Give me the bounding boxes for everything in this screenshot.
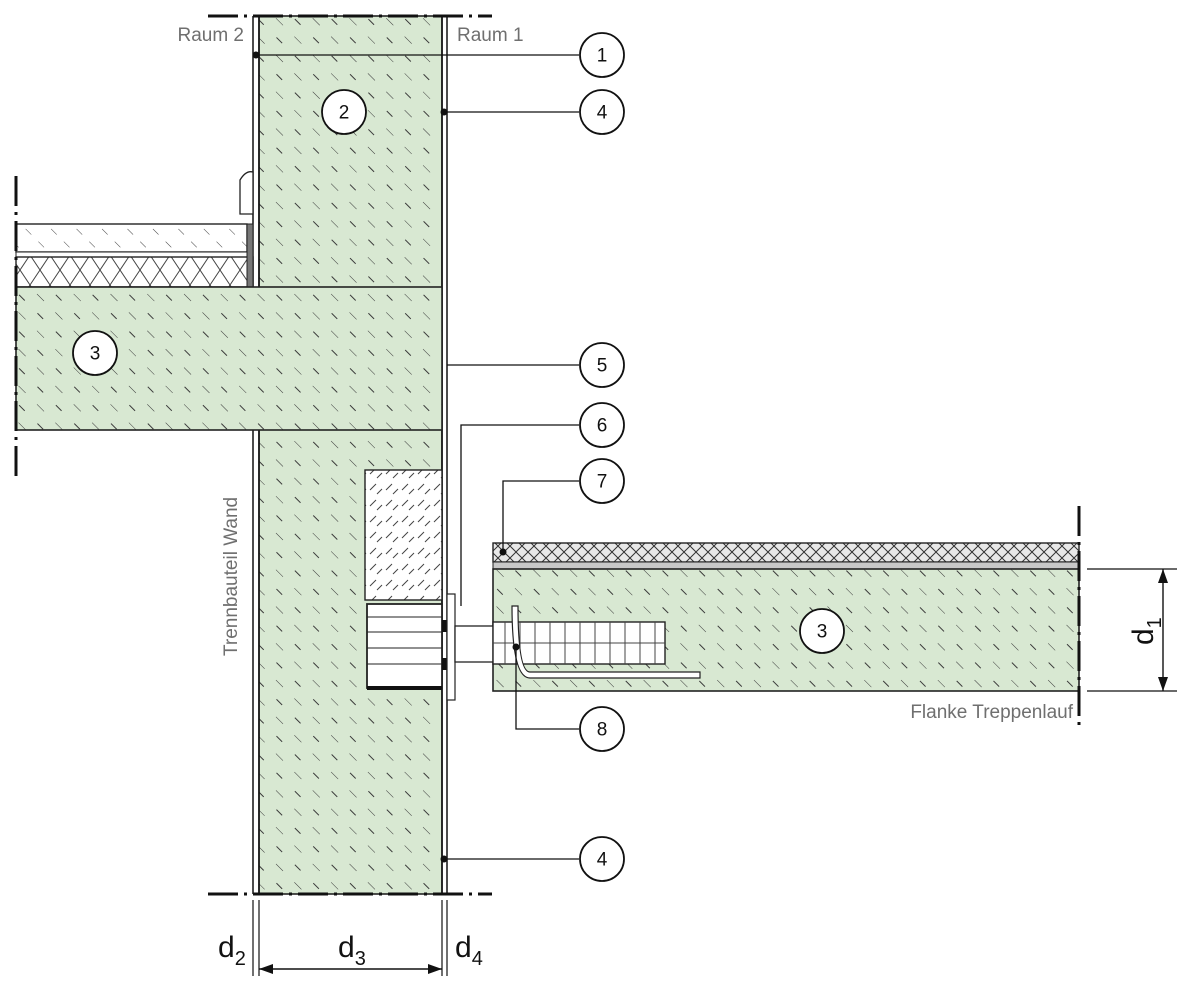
callout-3-stair: 3 <box>799 608 845 654</box>
leader-lines <box>252 51 579 863</box>
callout-7: 7 <box>579 458 625 504</box>
callout-8: 8 <box>579 706 625 752</box>
separation-layer <box>15 251 248 258</box>
label-raum-2: Raum 2 <box>177 25 244 46</box>
callout-3-landing: 3 <box>72 330 118 376</box>
label-trennbauteil-wand: Trennbauteil Wand <box>221 497 242 656</box>
svg-text:1: 1 <box>597 46 608 67</box>
callout-5: 5 <box>579 342 625 388</box>
joint-strip <box>446 593 456 701</box>
edge-insulation-strip <box>246 223 254 288</box>
svg-text:7: 7 <box>597 472 608 493</box>
label-raum-1: Raum 1 <box>457 25 524 46</box>
svg-text:3: 3 <box>817 622 828 643</box>
bearing-sleeve <box>454 625 494 663</box>
svg-text:4: 4 <box>597 103 608 124</box>
label-flanke-treppenlauf: Flanke Treppenlauf <box>910 702 1073 723</box>
dimension-label-d1: d1 <box>1127 617 1166 645</box>
svg-text:4: 4 <box>597 850 608 871</box>
impact-insulation <box>15 256 254 288</box>
svg-text:6: 6 <box>597 416 608 437</box>
recess-filler <box>364 469 443 601</box>
stair-bedding <box>492 561 1080 570</box>
wall-concrete <box>258 15 443 895</box>
callout-1: 1 <box>579 32 625 78</box>
stair-flight <box>454 506 1081 728</box>
screed-layer <box>15 223 248 253</box>
dimension-bottom-group: d2 d3 d4 <box>218 900 483 976</box>
svg-text:2: 2 <box>339 103 350 124</box>
svg-text:5: 5 <box>597 356 608 377</box>
callout-2: 2 <box>321 89 367 135</box>
separating-wall <box>208 14 492 896</box>
stair-covering <box>492 542 1080 563</box>
dimension-label-d3: d3 <box>338 931 366 970</box>
callout-4-bottom: 4 <box>579 836 625 882</box>
skirting-board <box>239 171 254 215</box>
callout-6: 6 <box>579 402 625 448</box>
dimension-d1: d1 <box>1087 568 1177 692</box>
svg-text:8: 8 <box>597 720 608 741</box>
dimension-label-d2: d2 <box>218 931 246 970</box>
dimension-label-d4: d4 <box>455 931 483 970</box>
recess-pocket <box>364 469 456 701</box>
callout-4-top: 4 <box>579 89 625 135</box>
svg-text:3: 3 <box>90 344 101 365</box>
